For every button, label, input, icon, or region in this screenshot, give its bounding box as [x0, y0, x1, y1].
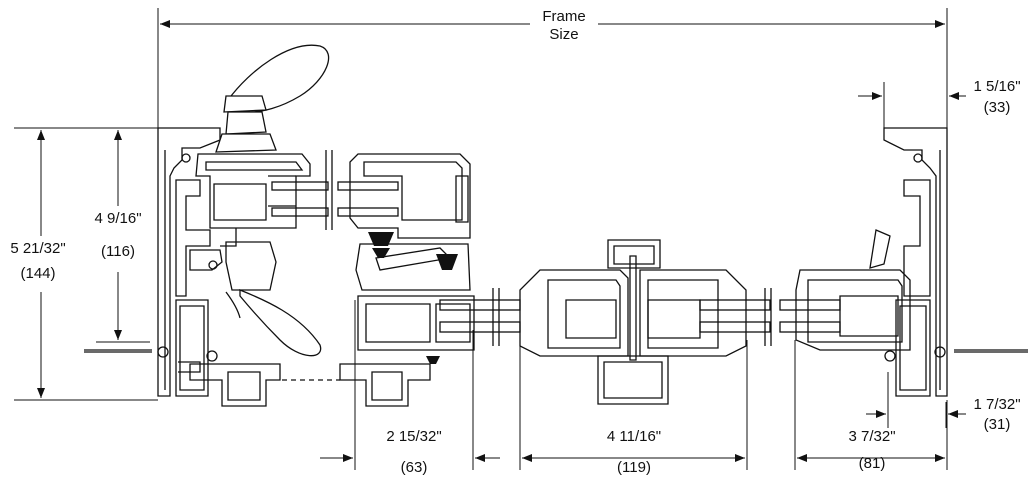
- bottom-left-imperial: 2 15/32": [386, 428, 442, 445]
- height-total-metric: (144): [20, 265, 56, 282]
- height-inner-mask: [80, 208, 156, 270]
- left-center-sash-profile: [337, 153, 475, 351]
- top-right-imperial: 1 5/16": [973, 78, 1021, 95]
- right-frame-profile: [883, 127, 1028, 397]
- right-sash-profile: [779, 229, 911, 351]
- frame-size-label-line2: Size: [549, 26, 579, 43]
- window-handle: [215, 44, 330, 357]
- left-frame-profile: [84, 127, 223, 397]
- height-inner-metric: (116): [101, 243, 135, 260]
- bottom-right-center-imperial: 3 7/32": [848, 428, 896, 445]
- bottom-right-center-metric: (81): [858, 455, 886, 472]
- frame-size-mask: [530, 6, 598, 46]
- bottom-left-metric: (63): [400, 459, 428, 476]
- dimension-lines: [14, 8, 966, 470]
- height-inner-imperial: 4 9/16": [94, 210, 142, 227]
- center-sash-profile: [439, 239, 772, 405]
- left-sash-profile: [195, 150, 333, 247]
- sill-profiles: [189, 363, 431, 407]
- bottom-center-imperial: 4 11/16": [606, 428, 662, 445]
- frame-size-label-line1: Frame: [542, 8, 586, 25]
- bottom-right-metric: (31): [983, 416, 1011, 433]
- gaskets: [368, 232, 458, 364]
- bottom-right-imperial: 1 7/32": [973, 396, 1021, 413]
- top-right-metric: (33): [983, 99, 1011, 116]
- bottom-center-metric: (119): [617, 459, 651, 476]
- height-total-imperial: 5 21/32": [10, 240, 66, 257]
- height-total-mask: [0, 238, 76, 292]
